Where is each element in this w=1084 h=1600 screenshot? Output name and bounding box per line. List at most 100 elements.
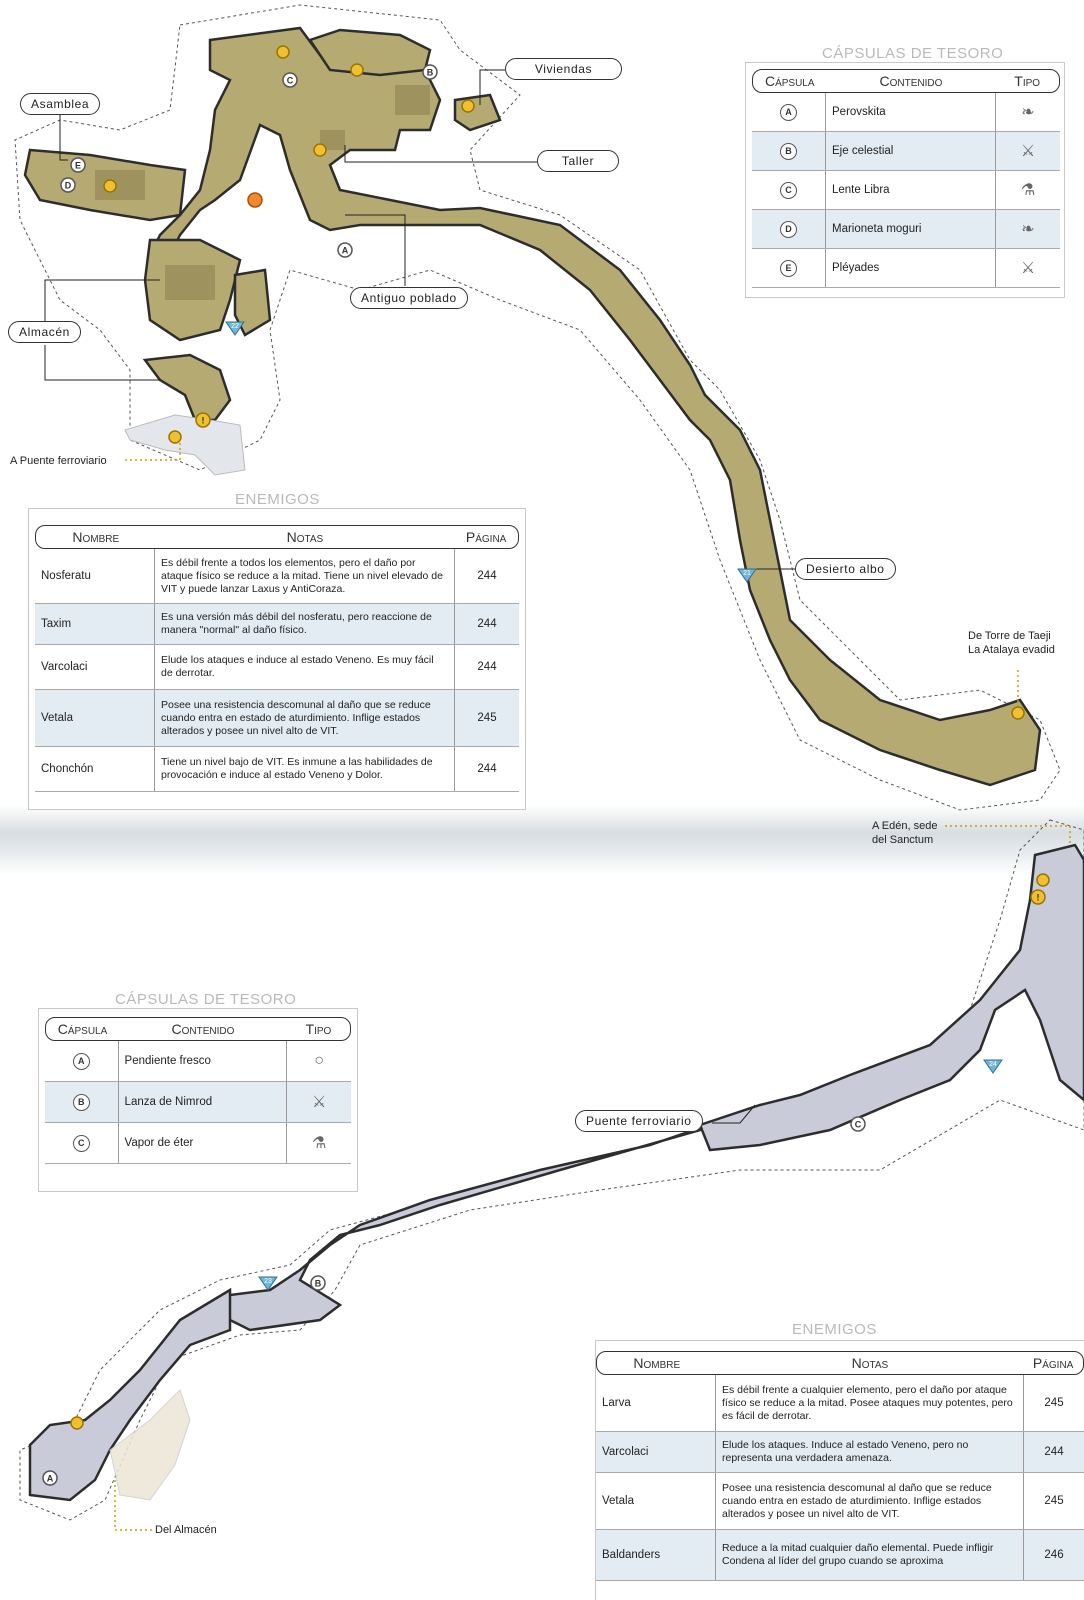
svg-text:23: 23 (264, 1278, 272, 1285)
capsule-c-badge: C (72, 1134, 90, 1152)
top-map-inner (95, 85, 430, 300)
capsule-e-badge: E (780, 259, 797, 277)
enemy-page: 244 (477, 570, 497, 582)
enemy-name: Varcolaci (35, 645, 155, 689)
svg-text:!: ! (1037, 893, 1040, 903)
capsule-c-badge: C (780, 181, 797, 199)
svg-text:!: ! (202, 416, 205, 426)
top_enemies-col-2: Página (465, 529, 507, 545)
treasure-sphere-icon (461, 99, 475, 113)
enemy-notes: Tiene un nivel bajo de VIT. Es inmune a … (155, 747, 455, 791)
capsule-b-marker: B (310, 1275, 326, 1291)
treasure-sphere-icon (1011, 706, 1025, 720)
bottom_treasure-col-0: Cápsula (57, 1021, 108, 1037)
top-map-dotted-leaders (125, 440, 1019, 708)
enemy-notes: Es débil frente a todos los elementos, p… (155, 549, 455, 603)
enemy-page: 244 (477, 618, 497, 630)
capsule-d-marker: D (60, 177, 76, 193)
top_enemies-col-0: Nombre (72, 529, 120, 545)
bottom_treasure-cap-cell: B (45, 1082, 119, 1122)
treasure-sphere-icon (276, 45, 290, 59)
bottom_enemies-col-1: Notas (851, 1355, 889, 1371)
top_treasure-cap-cell: B (752, 132, 826, 170)
label-a-puente-ferroviario: A Puente ferroviario (10, 455, 107, 467)
zone-21-icon: 21 (737, 568, 757, 583)
top-map-leaders (44, 69, 795, 570)
bottom_treasure-col-2: Tipo (305, 1021, 332, 1037)
svg-text:A: A (47, 1474, 54, 1484)
weapon-icon: ⚔ (1020, 143, 1036, 160)
bottom_treasure-content-cell: Lanza de Nimrod (119, 1082, 288, 1122)
svg-text:D: D (65, 181, 72, 191)
enemy-notes: Posee una resistencia descomunal al daño… (155, 690, 455, 746)
label-del-almacen: Del Almacén (155, 1524, 217, 1536)
potion-icon: ⚗ (312, 1135, 327, 1152)
capsule-a-badge: A (780, 103, 797, 121)
enemy-notes: Reduce a la mitad cualquier daño element… (716, 1530, 1024, 1580)
top_treasure-col-2: Tipo (1014, 73, 1041, 89)
bottom-map-leaders (712, 1104, 756, 1124)
bottom-map-dotted-leaders (114, 825, 1071, 1531)
treasure-sphere-icon (350, 63, 364, 77)
ocarina-icon: ❧ (1021, 104, 1035, 121)
enemy-name: Nosferatu (35, 549, 155, 603)
bottom_enemies-col-0: Nombre (633, 1355, 681, 1371)
svg-text:21: 21 (743, 570, 751, 577)
svg-text:B: B (427, 68, 434, 78)
treasure-sphere-icon (168, 430, 182, 444)
label-a-eden-line1: A Edén, sede (872, 820, 938, 832)
label-antiguo-poblado: Antiguo poblado (350, 287, 468, 309)
bottom_treasure-type-cell: ⚗ (287, 1131, 351, 1155)
enemy-page: 245 (1044, 1495, 1064, 1507)
enemy-page: 244 (477, 763, 497, 775)
label-almacen: Almacén (8, 321, 81, 343)
capsule-a-marker: A (337, 242, 353, 258)
enemy-notes: Es débil frente a cualquier elemento, pe… (716, 1375, 1024, 1431)
svg-text:C: C (855, 1120, 862, 1130)
capsule-b-badge: B (780, 142, 797, 160)
enemy-name: Vetala (35, 690, 155, 746)
label-de-torre-line2: La Atalaya evadid (968, 644, 1055, 656)
top_treasure-type-cell: ⚔ (996, 256, 1060, 280)
top-enemies-title: ENEMIGOS (229, 491, 326, 508)
bottom_treasure-content-cell: Vapor de éter (119, 1123, 288, 1163)
zone-23-icon: 23 (258, 1276, 278, 1291)
enemy-name: Baldanders (596, 1530, 716, 1580)
alert-icon: ! (195, 412, 211, 428)
label-viviendas: Viviendas (505, 58, 622, 80)
capsule-c-marker: C (282, 72, 298, 88)
svg-text:24: 24 (989, 1061, 997, 1068)
save-point-icon (247, 192, 263, 208)
enemy-notes: Elude los ataques e induce al estado Ven… (155, 645, 455, 689)
bottom-map-ghost-area (109, 1389, 191, 1501)
capsule-d-badge: D (780, 220, 797, 238)
label-a-eden-line2: del Sanctum (872, 834, 934, 846)
treasure-sphere-icon (1036, 873, 1050, 887)
alert-icon: ! (1030, 889, 1046, 905)
ocarina-icon: ❧ (1021, 221, 1035, 238)
capsule-b-badge: B (72, 1093, 90, 1111)
svg-text:22: 22 (231, 323, 239, 330)
bottom_treasure-cap-cell: A (45, 1041, 119, 1081)
top-map-ghost-area (124, 414, 246, 476)
page-seam (0, 805, 1084, 875)
top-map-outline (14, 4, 1061, 811)
enemy-name: Vetala (596, 1473, 716, 1529)
